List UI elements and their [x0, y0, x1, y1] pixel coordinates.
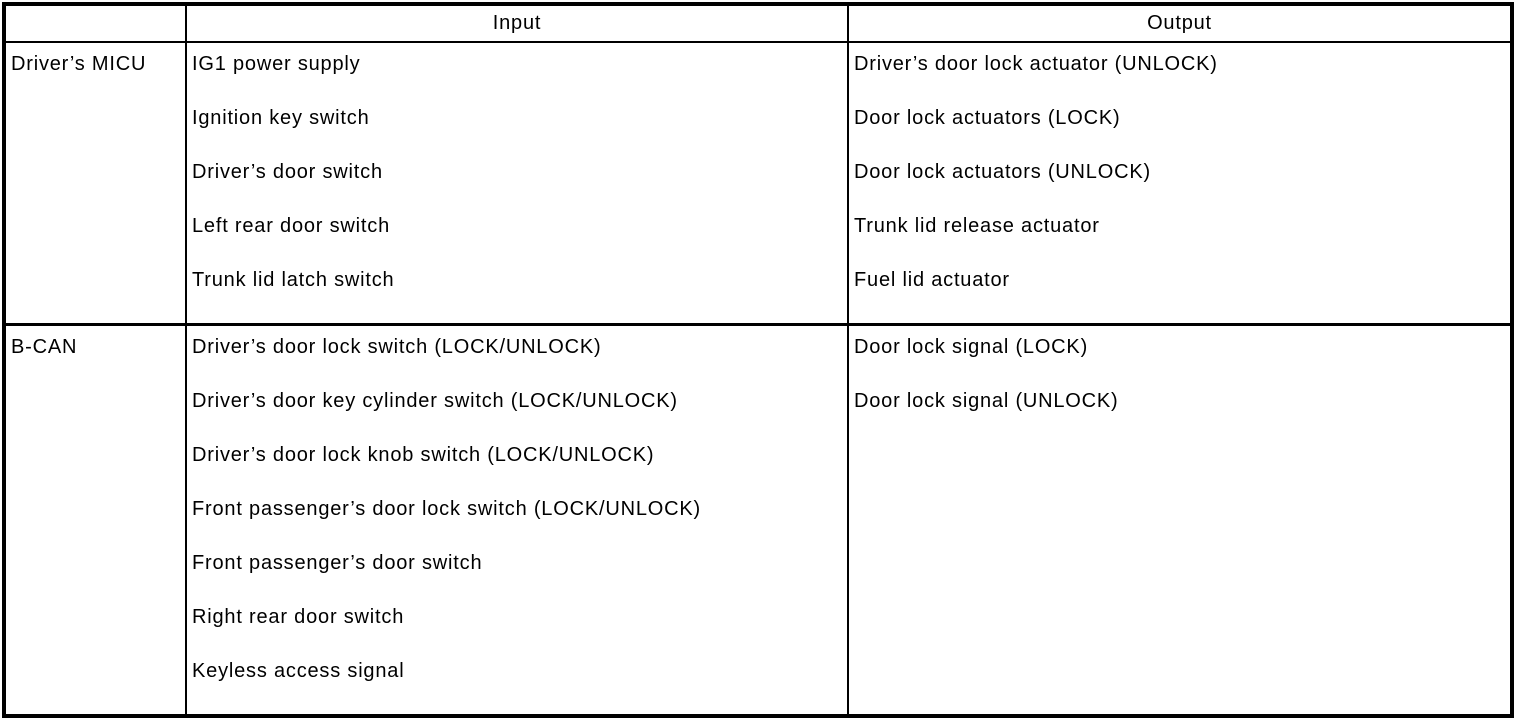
output-item: Door lock signal (LOCK) — [854, 336, 1089, 358]
input-item: Driver’s door lock knob switch (LOCK/UNL… — [192, 444, 655, 466]
output-item: Driver’s door lock actuator (UNLOCK) — [854, 53, 1218, 75]
output-item: Fuel lid actuator — [854, 269, 1010, 291]
header-corner-cell — [3, 3, 187, 43]
output-cell-b-can: Door lock signal (LOCK) Door lock signal … — [847, 323, 1513, 717]
input-item: Driver’s door switch — [192, 161, 383, 183]
input-item: Front passenger’s door lock switch (LOCK… — [192, 498, 701, 520]
source-label: B-CAN — [11, 336, 78, 358]
input-item: Keyless access signal — [192, 660, 405, 682]
header-input-cell: Input — [185, 3, 849, 43]
output-item: Door lock actuators (LOCK) — [854, 107, 1121, 129]
input-item: Trunk lid latch switch — [192, 269, 395, 291]
source-cell-b-can: B-CAN — [3, 323, 187, 717]
input-item: Ignition key switch — [192, 107, 370, 129]
input-item: Left rear door switch — [192, 215, 390, 237]
output-item: Door lock actuators (UNLOCK) — [854, 161, 1151, 183]
row-b-can: B-CAN Driver’s door lock switch (LOCK/UN… — [3, 323, 1513, 717]
output-list: Door lock signal (LOCK) Door lock signal … — [849, 326, 1510, 444]
input-item: Driver’s door lock switch (LOCK/UNLOCK) — [192, 336, 602, 358]
input-list: Driver’s door lock switch (LOCK/UNLOCK) D… — [187, 326, 847, 714]
source-cell-drivers-micu: Driver’s MICU — [3, 41, 187, 326]
input-item: Right rear door switch — [192, 606, 405, 628]
input-item: IG1 power supply — [192, 53, 361, 75]
output-item: Trunk lid release actuator — [854, 215, 1100, 237]
output-item: Door lock signal (UNLOCK) — [854, 390, 1119, 412]
input-item: Driver’s door key cylinder switch (LOCK/… — [192, 390, 678, 412]
header-output-cell: Output — [847, 3, 1513, 43]
output-cell-drivers-micu: Driver’s door lock actuator (UNLOCK) Door… — [847, 41, 1513, 326]
header-row: Input Output — [3, 3, 1513, 43]
input-item: Front passenger’s door switch — [192, 552, 483, 574]
output-list: Driver’s door lock actuator (UNLOCK) Door… — [849, 43, 1510, 323]
source-label: Driver’s MICU — [11, 53, 147, 75]
input-cell-b-can: Driver’s door lock switch (LOCK/UNLOCK) D… — [185, 323, 849, 717]
